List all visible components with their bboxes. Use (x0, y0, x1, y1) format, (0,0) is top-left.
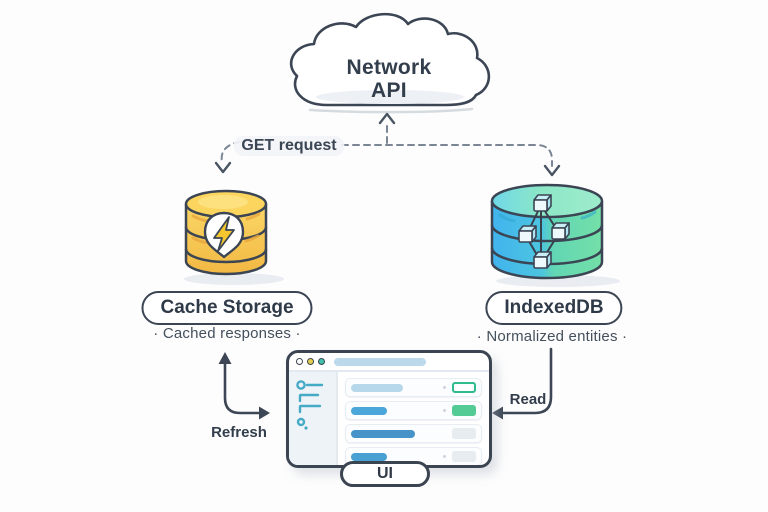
ui-label: UI (377, 465, 393, 482)
cache-storage-label: Cache Storage (160, 297, 294, 318)
list-item (345, 447, 482, 465)
dashed-arrowheads (214, 112, 561, 177)
list-item (345, 424, 482, 443)
arrowhead-down-cache (214, 161, 232, 174)
ui-browser-window (286, 350, 492, 468)
ui-pill: UI (340, 461, 430, 487)
window-titlebar (289, 353, 489, 372)
item-text-bar (351, 452, 387, 461)
arrowhead-up-cloud (378, 112, 396, 125)
window-dot-icon (307, 358, 314, 365)
get-request-label: GET request (233, 136, 345, 156)
item-action-chip (452, 428, 476, 439)
item-dot (443, 409, 446, 412)
node-cubes (518, 194, 570, 269)
indexeddb-pill: IndexedDB (485, 291, 623, 325)
item-action-chip (452, 382, 476, 393)
window-dot-icon (318, 358, 325, 365)
address-bar (334, 357, 426, 366)
arrowhead-down-indexeddb (543, 164, 561, 177)
window-sidebar (289, 372, 338, 465)
item-text-bar (351, 406, 387, 415)
arrowhead-up-cache (218, 352, 232, 364)
lightning-badge-icon (203, 211, 245, 259)
cache-storage-icon (184, 189, 268, 276)
window-dot-icon (296, 358, 303, 365)
indexeddb-icon (490, 183, 604, 280)
node-graph-icon (518, 194, 570, 269)
network-api-line1: Network (346, 56, 432, 79)
arrowhead-left-ui (492, 406, 503, 420)
window-content (338, 372, 489, 465)
read-arrow (492, 347, 553, 420)
indexeddb-label: IndexedDB (504, 297, 604, 318)
read-label: Read (509, 391, 547, 408)
indexeddb-caption: · Normalized entities · (476, 328, 628, 345)
list-item (345, 401, 482, 420)
sidebar-list-icons (296, 380, 324, 430)
item-action-chip (452, 405, 476, 416)
item-text-bar (351, 429, 415, 438)
arrowhead-right-ui (259, 406, 270, 420)
item-dot (443, 386, 446, 389)
cloud-icon (290, 12, 491, 114)
network-api-label: Network API (347, 56, 432, 102)
cache-storage-pill: Cache Storage (141, 291, 313, 325)
refresh-label: Refresh (211, 424, 267, 441)
network-api-line2: API (371, 79, 407, 102)
item-text-bar (351, 383, 403, 392)
lightning-bolt-icon (213, 216, 235, 252)
list-item (345, 378, 482, 397)
refresh-arrow (218, 352, 270, 420)
dashed-line-to-indexeddb (341, 144, 553, 167)
item-dot (443, 455, 446, 458)
cache-storage-caption: · Cached responses · (153, 325, 301, 342)
item-action-chip (452, 451, 476, 462)
window-body (289, 372, 489, 465)
